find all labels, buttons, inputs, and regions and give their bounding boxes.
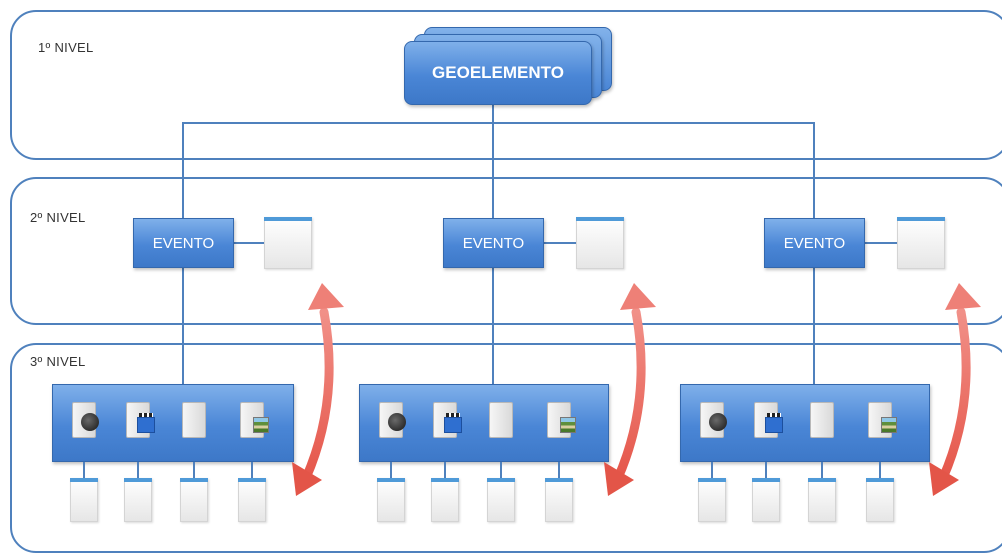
connector-event-doc-3	[865, 242, 897, 244]
audio-badge	[709, 413, 727, 431]
video-file-icon	[433, 402, 462, 438]
sub-document	[124, 478, 152, 522]
arrow-shaft	[613, 307, 646, 483]
video-file-icon	[126, 402, 155, 438]
horizontal-connector	[182, 122, 815, 124]
video-badge	[137, 413, 155, 433]
audio-file-icon	[700, 402, 727, 438]
event-node-1: EVENTO	[133, 218, 234, 268]
sub-document-connector	[390, 462, 392, 478]
audio-badge	[388, 413, 406, 431]
image-file-icon	[240, 402, 269, 438]
event-document-1	[264, 217, 312, 269]
image-file-icon	[547, 402, 576, 438]
event-node-2: EVENTO	[443, 218, 544, 268]
image-file-icon	[868, 402, 897, 438]
arrow-head-up	[620, 283, 656, 310]
sub-document-connector	[137, 462, 139, 478]
blank-file-icon	[489, 402, 513, 438]
sub-document-connector	[251, 462, 253, 478]
connector-event-doc-2	[544, 242, 576, 244]
root-vertical-connector	[492, 97, 494, 125]
connector-event-doc-1	[234, 242, 264, 244]
blank-file-icon	[810, 402, 834, 438]
double-arrow-3	[929, 283, 981, 496]
level-3-label: 3º NIVEL	[30, 354, 86, 369]
sub-document	[487, 478, 515, 522]
sub-document	[70, 478, 98, 522]
sub-document-connector	[558, 462, 560, 478]
sub-document-connector	[765, 462, 767, 478]
video-badge	[765, 413, 783, 433]
video-file-icon	[754, 402, 783, 438]
double-arrow-1	[292, 283, 344, 496]
arrow-head-down	[604, 462, 634, 496]
arrow-head-up	[945, 283, 981, 310]
arrow-head-down	[292, 462, 322, 496]
level-1-label: 1º NIVEL	[38, 40, 94, 55]
sub-document	[377, 478, 405, 522]
sub-document	[866, 478, 894, 522]
sub-document-connector	[444, 462, 446, 478]
arrow-head-down	[929, 462, 959, 496]
blank-file-icon	[182, 402, 206, 438]
image-badge	[560, 417, 576, 433]
audio-file-icon	[72, 402, 99, 438]
event-document-3	[897, 217, 945, 269]
sub-document-connector	[711, 462, 713, 478]
sub-document	[698, 478, 726, 522]
sub-document-connector	[500, 462, 502, 478]
sub-document-connector	[821, 462, 823, 478]
video-badge	[444, 413, 462, 433]
geoelement-node: GEOELEMENTO	[404, 41, 592, 105]
sub-document	[752, 478, 780, 522]
arrow-shaft	[301, 307, 334, 483]
sub-document	[808, 478, 836, 522]
arrow-head-up	[308, 283, 344, 310]
image-badge	[253, 417, 269, 433]
sub-document	[545, 478, 573, 522]
sub-document	[180, 478, 208, 522]
audio-file-icon	[379, 402, 406, 438]
image-badge	[881, 417, 897, 433]
level-2-label: 2º NIVEL	[30, 210, 86, 225]
sub-document	[431, 478, 459, 522]
event-node-3: EVENTO	[764, 218, 865, 268]
arrow-shaft	[938, 307, 971, 483]
event-document-2	[576, 217, 624, 269]
sub-document-connector	[193, 462, 195, 478]
double-arrow-2	[604, 283, 656, 496]
audio-badge	[81, 413, 99, 431]
sub-document-connector	[83, 462, 85, 478]
sub-document	[238, 478, 266, 522]
sub-document-connector	[879, 462, 881, 478]
